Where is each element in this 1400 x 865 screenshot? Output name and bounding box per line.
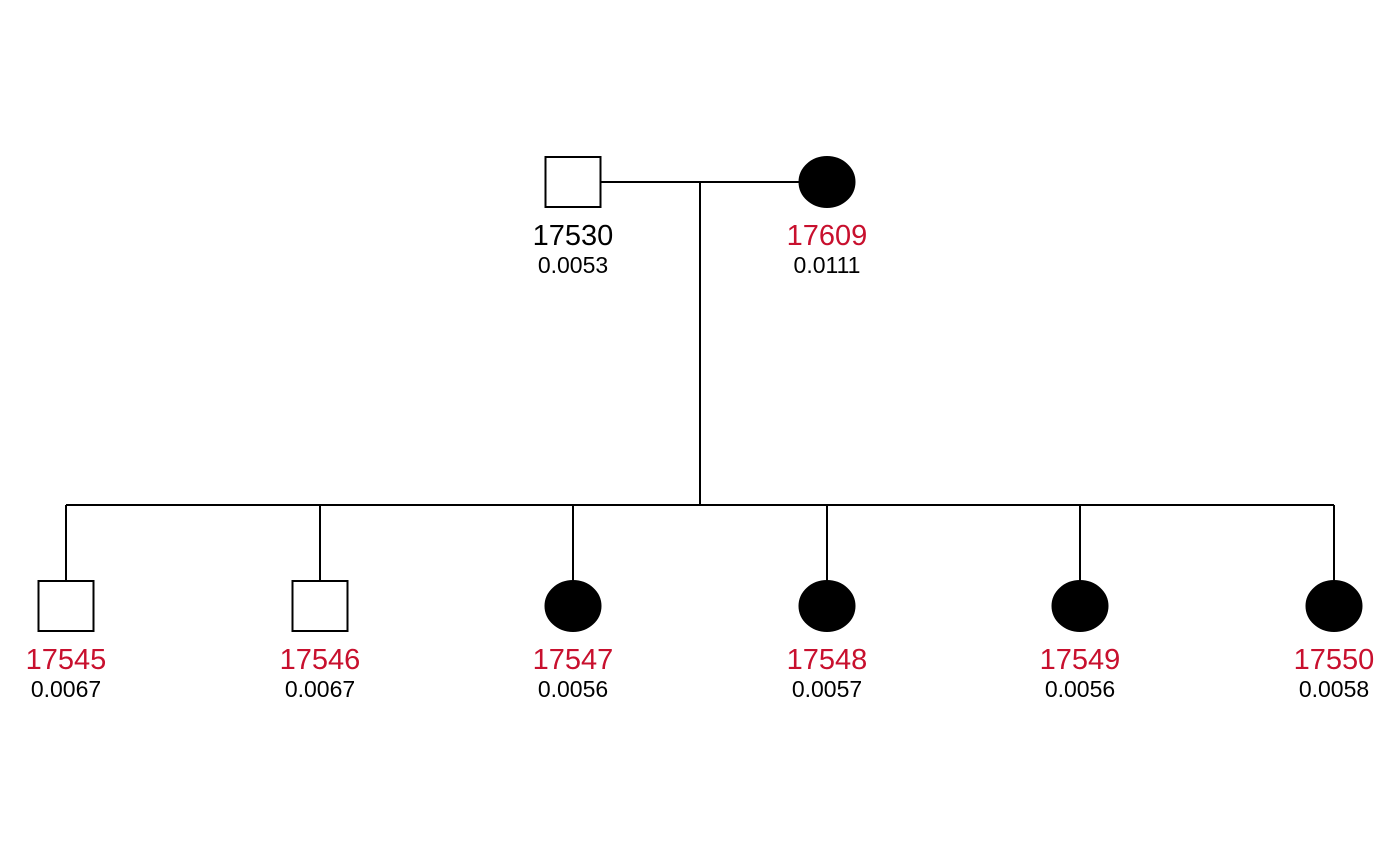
female-circle-icon — [1051, 580, 1109, 632]
individual-value-label: 0.0067 — [285, 676, 355, 702]
individual-id-label: 17549 — [1040, 644, 1121, 676]
male-square-icon — [544, 156, 602, 208]
individual-id-label: 17548 — [787, 644, 868, 676]
individual-value-label: 0.0067 — [31, 676, 101, 702]
individual-id-label: 17547 — [533, 644, 614, 676]
connection-lines — [65, 181, 1335, 581]
individual-value-label: 0.0111 — [794, 252, 861, 278]
female-circle-icon — [1305, 580, 1363, 632]
individual-value-label: 0.0056 — [538, 676, 608, 702]
male-square-icon — [37, 580, 95, 632]
male-square-icon — [291, 580, 349, 632]
female-circle-icon — [798, 580, 856, 632]
individual-value-label: 0.0058 — [1299, 676, 1369, 702]
individual-id-label: 17530 — [533, 220, 614, 252]
individuals: 175300.0053176090.0111175450.0067175460.… — [26, 156, 1375, 702]
individual-value-label: 0.0053 — [538, 252, 608, 278]
individual-value-label: 0.0057 — [792, 676, 862, 702]
female-circle-icon — [544, 580, 602, 632]
individual-id-label: 17546 — [280, 644, 361, 676]
female-circle-icon — [798, 156, 856, 208]
individual-id-label: 17609 — [787, 220, 868, 252]
individual-id-label: 17550 — [1294, 644, 1375, 676]
individual-id-label: 17545 — [26, 644, 107, 676]
individual-value-label: 0.0056 — [1045, 676, 1115, 702]
